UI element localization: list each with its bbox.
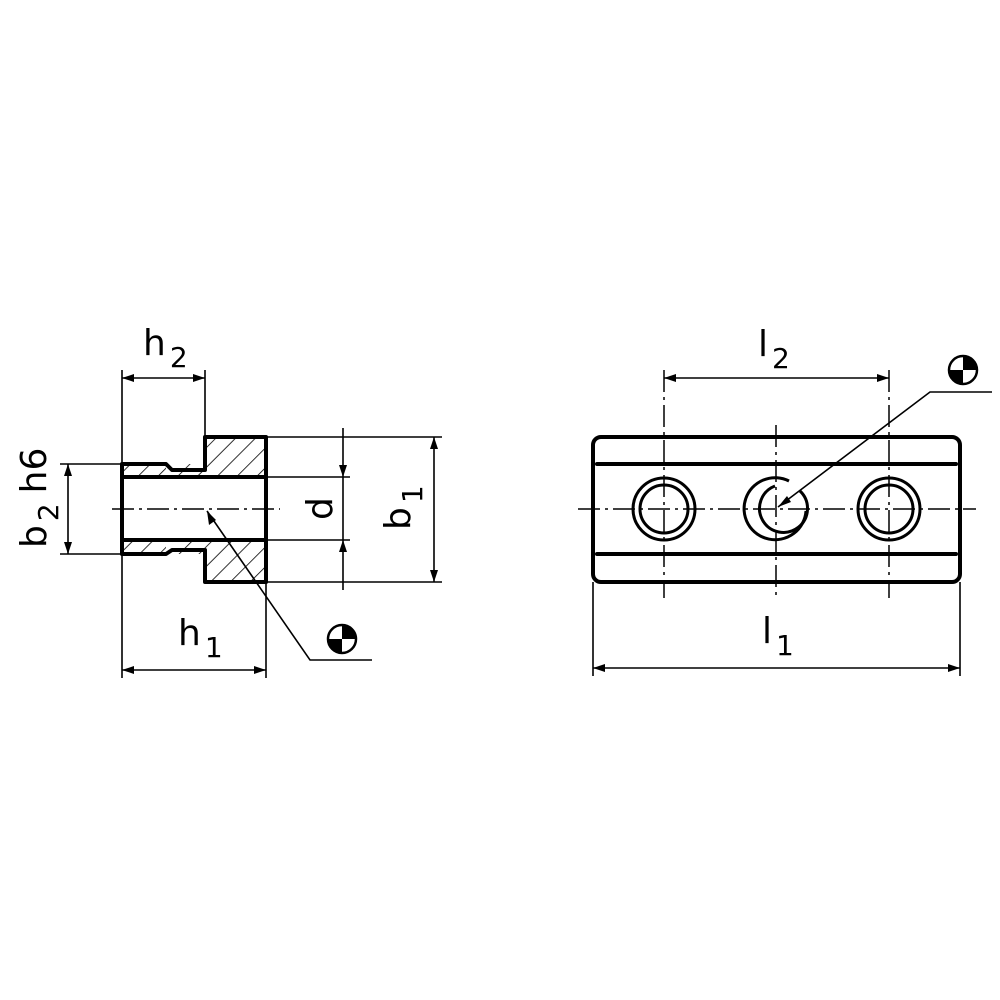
flange-lower-hatch [205, 540, 266, 582]
label-b1: b1 [378, 485, 429, 530]
dim-d-arrow-top [339, 465, 347, 477]
label-d-group: d [300, 497, 341, 520]
hole-middle [742, 476, 810, 542]
centroid-leader-top-arrow [778, 496, 791, 507]
sleeve-upper-hatch [122, 464, 166, 477]
label-b1-group: b1 [378, 485, 429, 530]
center-of-mass-icon [947, 354, 979, 386]
label-b2: b2h6 [14, 448, 65, 548]
flange-upper-hatch [205, 437, 266, 477]
dim-d-arrow-bottom [339, 540, 347, 552]
centroid-leader-top [777, 391, 992, 508]
sleeve-lower-hatch [122, 540, 166, 554]
label-b2-group: b2h6 [14, 448, 65, 548]
center-of-mass-icon [326, 623, 358, 655]
centroid-leader [206, 510, 372, 661]
label-d: d [300, 497, 341, 520]
centroid-leader-arrow [207, 511, 216, 525]
